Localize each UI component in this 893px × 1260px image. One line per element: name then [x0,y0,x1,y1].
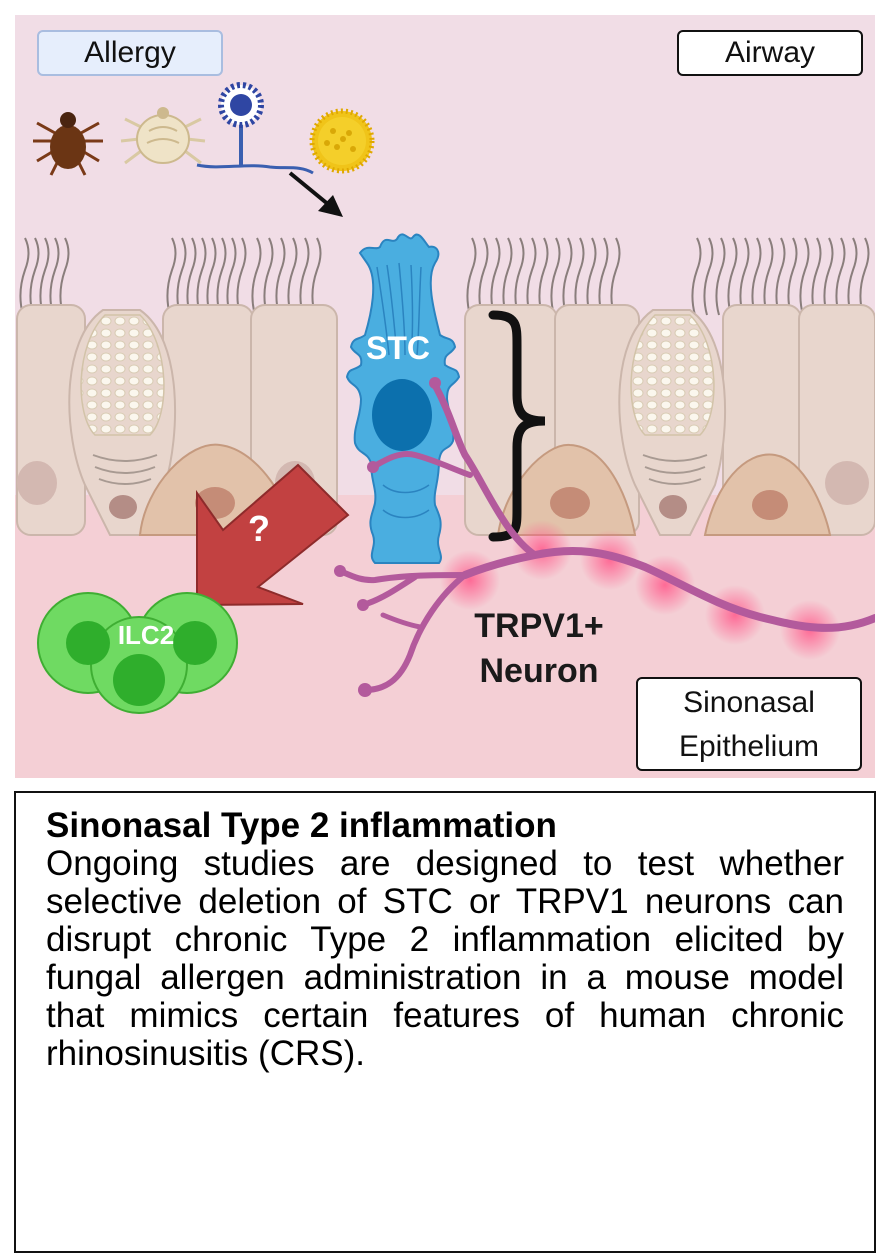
goblet-cell-left [68,309,177,536]
airway-label: Airway [677,30,863,76]
caption-body: Ongoing studies are designed to test whe… [46,844,844,1073]
pollen-icon [309,108,375,174]
caption-box: Sinonasal Type 2 inflammation Ongoing st… [14,791,876,1253]
dust-mite-icon [120,107,206,165]
neuron-label-line2: Neuron [479,652,599,690]
ilc2-label: ILC2 [117,620,175,650]
diagram-figure [15,15,875,778]
sinonasal-label-line1: Sinonasal [683,686,815,719]
stc-cell [345,233,461,564]
sinonasal-epithelium-label: Sinonasal Epithelium [636,677,862,771]
question-arrow [196,463,350,607]
cilia [19,237,870,316]
trpv1-neuron-label: TRPV1+ Neuron [455,604,623,694]
neuron-label-line1: TRPV1+ [474,607,604,645]
epithelium-bracket [488,310,546,542]
tick-icon [33,112,103,176]
basal-nuclei [195,487,788,520]
ilc2-cells [37,592,238,714]
trpv1-neuron [334,377,875,697]
allergy-label: Allergy [37,30,223,76]
goblet-cell-right [618,309,727,536]
sinonasal-label-line2: Epithelium [678,730,820,763]
stc-nucleus [372,379,432,451]
allergen-arrow [288,171,343,217]
question-mark-label: ? [248,508,270,549]
caption-title: Sinonasal Type 2 inflammation [46,806,557,845]
stc-label: STC [366,330,430,366]
fungus-icon [196,82,314,175]
